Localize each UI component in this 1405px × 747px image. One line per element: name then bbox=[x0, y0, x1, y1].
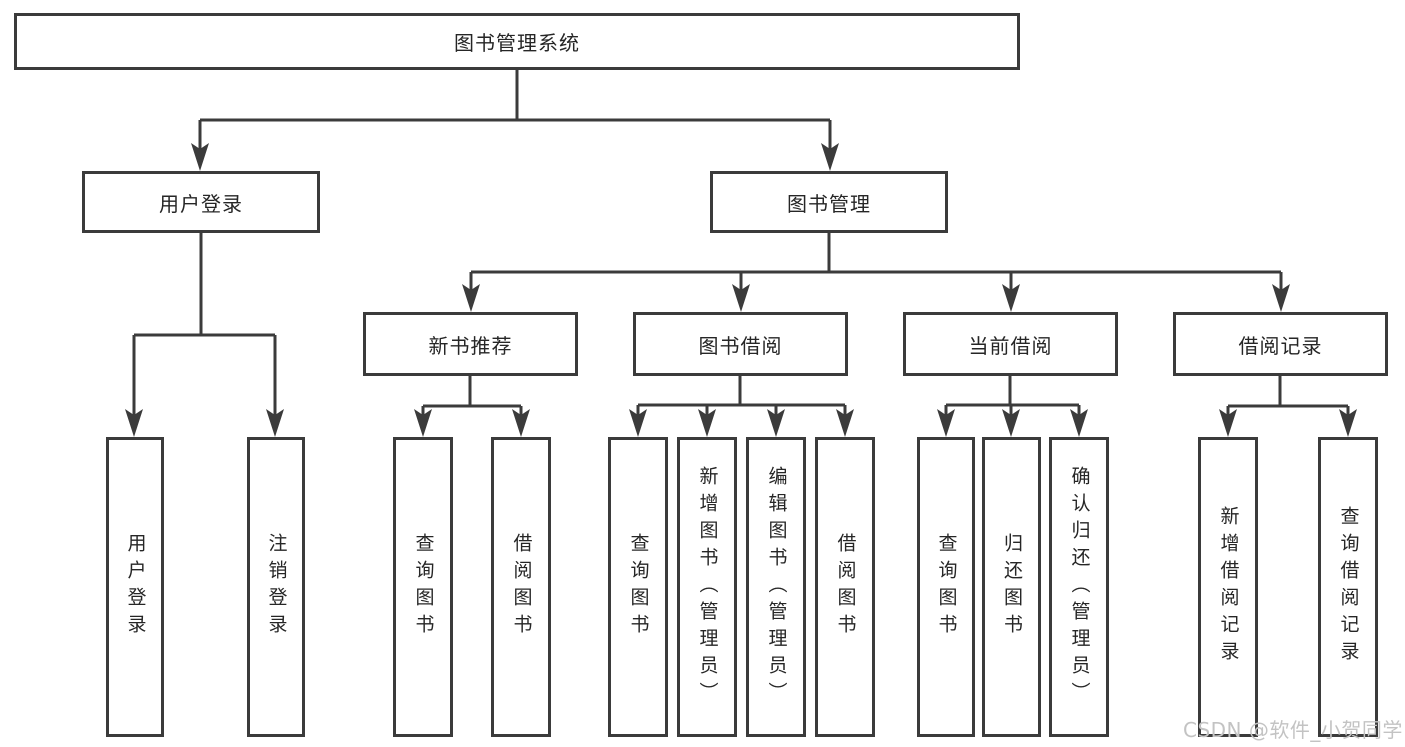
leaf-edit-book-admin: 编辑图书（管理员） bbox=[746, 437, 806, 737]
leaf-borrow-book-recommend: 借阅图书 bbox=[491, 437, 551, 737]
arrowheads bbox=[125, 143, 1357, 437]
leaf-query-book-current: 查询图书 bbox=[917, 437, 975, 737]
node-book-borrowing: 图书借阅 bbox=[633, 312, 848, 376]
leaf-borrow-book: 借阅图书 bbox=[815, 437, 875, 737]
leaf-add-borrow-record: 新增借阅记录 bbox=[1198, 437, 1258, 737]
node-book-management: 图书管理 bbox=[710, 171, 948, 233]
leaf-query-book-borrowing: 查询图书 bbox=[608, 437, 668, 737]
node-root-system: 图书管理系统 bbox=[14, 13, 1020, 70]
node-user-login: 用户登录 bbox=[82, 171, 320, 233]
leaf-user-login: 用户登录 bbox=[106, 437, 164, 737]
leaf-query-book-recommend: 查询图书 bbox=[393, 437, 453, 737]
node-new-book-recommend: 新书推荐 bbox=[363, 312, 578, 376]
leaf-query-borrow-record: 查询借阅记录 bbox=[1318, 437, 1378, 737]
node-borrowing-records: 借阅记录 bbox=[1173, 312, 1388, 376]
leaf-confirm-return-admin: 确认归还（管理员） bbox=[1049, 437, 1109, 737]
leaf-add-book-admin: 新增图书（管理员） bbox=[677, 437, 737, 737]
leaf-logout: 注销登录 bbox=[247, 437, 305, 737]
leaf-return-book: 归还图书 bbox=[982, 437, 1041, 737]
node-current-borrowing: 当前借阅 bbox=[903, 312, 1118, 376]
